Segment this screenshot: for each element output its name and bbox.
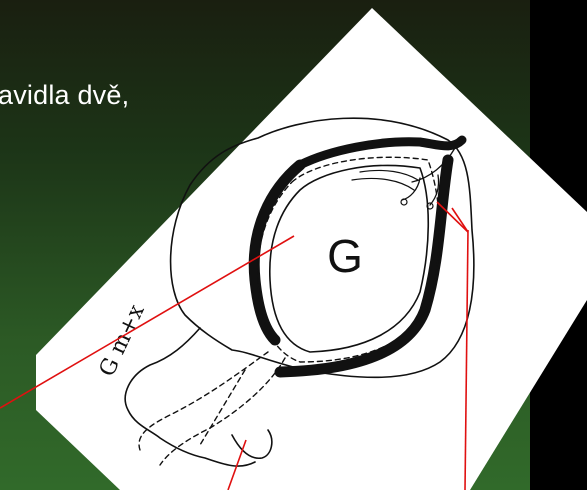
drawing-card — [36, 8, 587, 490]
figure-label: G — [327, 230, 363, 282]
